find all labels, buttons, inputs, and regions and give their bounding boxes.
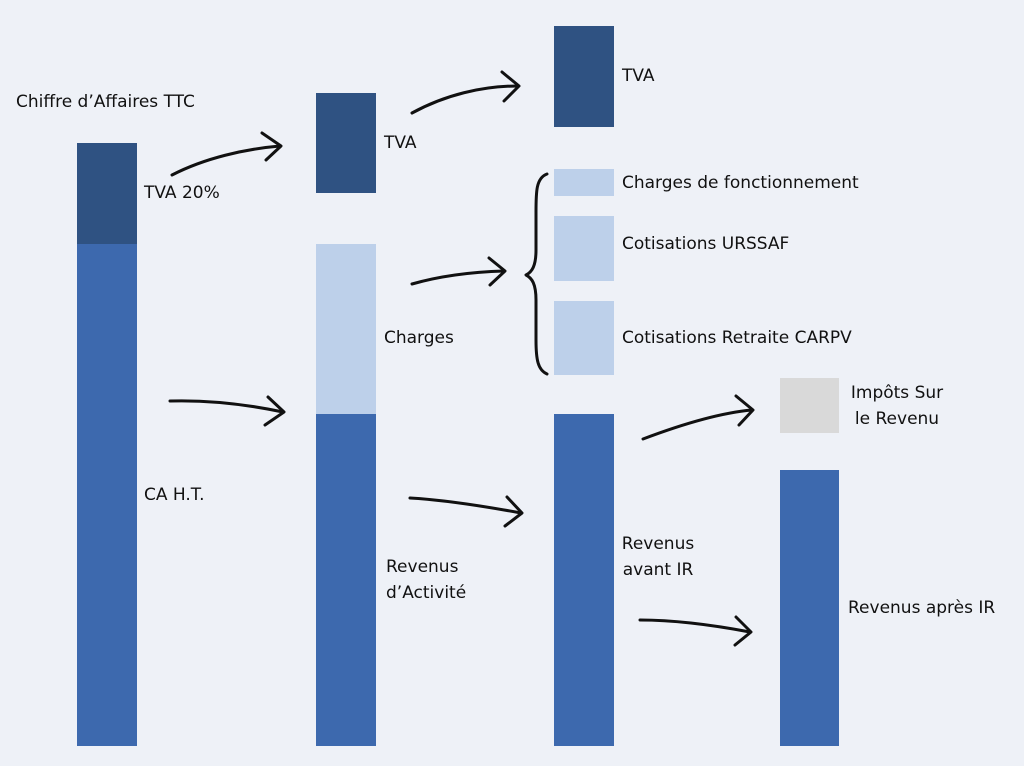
block-charges-fonctionnement — [554, 169, 614, 196]
label-cotisations-urssaf: Cotisations URSSAF — [622, 234, 790, 254]
curly-brace-icon — [524, 172, 549, 376]
block-charges-col2 — [316, 244, 376, 414]
label-ca-ht: CA H.T. — [144, 485, 205, 505]
label-impots-line2: le Revenu — [854, 409, 940, 429]
block-revenus-apres-ir — [780, 470, 839, 746]
label-revenus-apres-ir: Revenus après IR — [848, 598, 996, 618]
label-tva-20: TVA 20% — [144, 183, 220, 203]
label-cotisations-carpv: Cotisations Retraite CARPV — [622, 328, 852, 348]
arrow-right-icon — [168, 395, 286, 427]
block-tva-col2 — [316, 93, 376, 193]
arrow-right-icon — [641, 394, 755, 441]
label-charges: Charges — [384, 328, 454, 348]
label-impots-line1: Impôts Sur — [850, 383, 944, 403]
label-charges-fonctionnement: Charges de fonctionnement — [622, 173, 859, 193]
block-tva-20 — [77, 143, 137, 244]
label-chiffre-affaires-ttc: Chiffre d’Affaires TTC — [16, 92, 195, 112]
arrow-right-icon — [410, 70, 521, 115]
block-impots-revenu — [780, 378, 839, 433]
label-tva-col3: TVA — [622, 66, 655, 86]
label-revenus-activite-line2: d’Activité — [386, 583, 467, 603]
block-ca-ht — [77, 244, 137, 746]
arrow-right-icon — [170, 131, 283, 177]
arrow-right-icon — [638, 615, 753, 647]
block-revenus-activite — [316, 414, 376, 746]
block-cotisations-urssaf — [554, 216, 614, 281]
label-revenus-avant-ir-line1: Revenus — [621, 534, 695, 554]
block-cotisations-carpv — [554, 301, 614, 375]
block-revenus-avant-ir — [554, 414, 614, 746]
block-tva-col3 — [554, 26, 614, 127]
label-revenus-avant-ir-line2: avant IR — [622, 560, 694, 580]
label-tva-col2: TVA — [384, 133, 417, 153]
label-revenus-activite-line1: Revenus — [386, 557, 459, 577]
arrow-right-icon — [408, 495, 524, 528]
arrow-right-icon — [410, 256, 507, 287]
